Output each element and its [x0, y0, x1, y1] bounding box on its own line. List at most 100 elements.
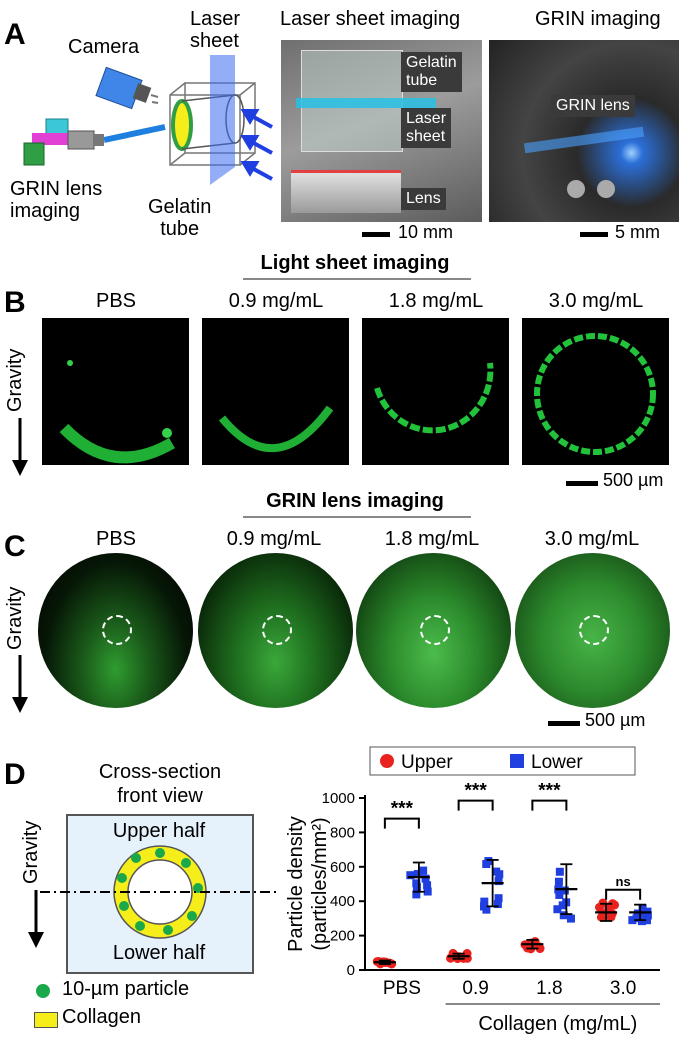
- cross-section-ring: [40, 845, 280, 939]
- photo-tag-laser-sheet: Laser sheet: [401, 108, 452, 148]
- significance-label: ***: [391, 799, 414, 820]
- data-point: [412, 883, 421, 892]
- y-tick-label: 800: [330, 824, 355, 841]
- y-axis-label: (particles/mm²): [309, 817, 331, 950]
- b-image-3-0: [522, 318, 669, 465]
- laser-sheet-photo: Gelatin tube Laser sheet Lens: [281, 40, 482, 222]
- legend-collagen-label: Collagen: [62, 1006, 141, 1028]
- significance-label: ***: [538, 781, 561, 802]
- grin-imaging-title: GRIN imaging: [535, 8, 661, 30]
- legend-label: Upper: [401, 752, 453, 773]
- data-point: [632, 914, 641, 923]
- scale-bar-5mm: [580, 232, 608, 237]
- x-tick-label: 3.0: [610, 978, 636, 999]
- data-point: [628, 916, 637, 925]
- c-gravity-arrow: [12, 655, 28, 713]
- data-point: [421, 874, 430, 883]
- data-point: [493, 900, 502, 909]
- panel-b-label: B: [4, 286, 26, 319]
- legend-label: Lower: [531, 752, 583, 773]
- b-image-0-9: [202, 318, 349, 465]
- camera-label: Camera: [68, 36, 140, 58]
- b-scale-label: 500 µm: [603, 470, 664, 490]
- legend-particle-dot: [36, 984, 50, 998]
- x-tick-label: 0.9: [462, 978, 488, 999]
- data-point: [412, 890, 421, 899]
- panel-c-header-rule: [243, 516, 471, 518]
- c-col-1-8: 1.8 mg/mL: [384, 528, 480, 550]
- panel-b-header-rule: [243, 278, 471, 280]
- c-col-0-9: 0.9 mg/mL: [226, 528, 322, 550]
- c-col-pbs: PBS: [95, 528, 137, 550]
- panel-c-header: GRIN lens imaging: [266, 490, 444, 512]
- significance-label: ns: [616, 874, 631, 889]
- data-point: [423, 887, 432, 896]
- c-gravity-label: Gravity: [4, 586, 26, 650]
- data-point: [494, 894, 503, 903]
- b-image-pbs: [42, 318, 189, 465]
- data-point: [423, 881, 432, 890]
- data-point: [495, 870, 504, 879]
- gelatin-tube-label: Gelatin tube: [148, 196, 212, 240]
- x-tick-label: PBS: [383, 978, 421, 999]
- c-scale-label: 500 µm: [585, 710, 646, 730]
- c-image-1-8: [356, 553, 511, 708]
- b-scale-bar: [566, 481, 598, 486]
- significance-bracket: [383, 817, 420, 829]
- grin-setup-icon: [23, 118, 166, 166]
- d-gravity-arrow: [28, 890, 44, 948]
- data-point: [606, 912, 616, 922]
- data-point: [480, 897, 489, 906]
- data-point: [406, 871, 415, 880]
- legend-collagen-swatch: [34, 1012, 58, 1028]
- b-gravity-label: Gravity: [4, 348, 26, 412]
- c-col-3-0: 3.0 mg/mL: [544, 528, 640, 550]
- lower-half-label: Lower half: [112, 942, 206, 964]
- data-point: [554, 877, 563, 886]
- b-col-0-9: 0.9 mg/mL: [228, 290, 324, 312]
- y-tick-label: 200: [330, 928, 355, 945]
- y-tick-label: 600: [330, 859, 355, 876]
- data-point: [558, 901, 567, 910]
- data-point: [642, 916, 651, 925]
- c-scale-bar: [548, 721, 580, 726]
- panel-d-label: D: [4, 758, 26, 791]
- data-point: [637, 917, 646, 926]
- scale-label-10mm: 10 mm: [398, 222, 454, 242]
- b-col-3-0: 3.0 mg/mL: [548, 290, 644, 312]
- significance-bracket: [457, 799, 494, 811]
- photo-tag-grin-lens: GRIN lens: [551, 95, 635, 117]
- data-point: [555, 867, 564, 876]
- scale-bar-10mm: [362, 232, 390, 237]
- x-axis-label: Collagen (mg/mL): [478, 1013, 637, 1035]
- legend-box: [369, 746, 636, 776]
- laser-sheet-imaging-title: Laser sheet imaging: [280, 8, 461, 30]
- data-point: [638, 904, 647, 913]
- data-point: [633, 909, 642, 918]
- data-point: [553, 905, 562, 914]
- photo-tag-lens: Lens: [401, 188, 446, 210]
- y-tick-label: 0: [347, 962, 355, 979]
- data-point: [566, 914, 575, 923]
- legend-marker: [380, 754, 394, 768]
- panel-c-label: C: [4, 530, 26, 563]
- laser-sheet-label: Laser sheet: [190, 8, 241, 52]
- data-point: [560, 886, 569, 895]
- data-point: [480, 902, 489, 911]
- data-point: [594, 902, 604, 912]
- significance-label: ***: [465, 781, 488, 802]
- b-col-pbs: PBS: [95, 290, 137, 312]
- setup-schematic: [23, 55, 273, 185]
- camera-icon: [95, 66, 159, 110]
- data-point: [482, 860, 491, 869]
- cross-section-title: Cross-section front view: [98, 761, 222, 807]
- data-point: [555, 890, 564, 899]
- d-gravity-label: Gravity: [20, 820, 42, 884]
- legend-particle-label: 10-µm particle: [62, 978, 190, 1000]
- y-tick-label: 400: [330, 893, 355, 910]
- photo-tag-gelatin-tube: Gelatin tube: [401, 52, 462, 92]
- significance-bracket: [605, 888, 642, 900]
- x-tick-label: 1.8: [536, 978, 562, 999]
- c-image-pbs: [38, 553, 193, 708]
